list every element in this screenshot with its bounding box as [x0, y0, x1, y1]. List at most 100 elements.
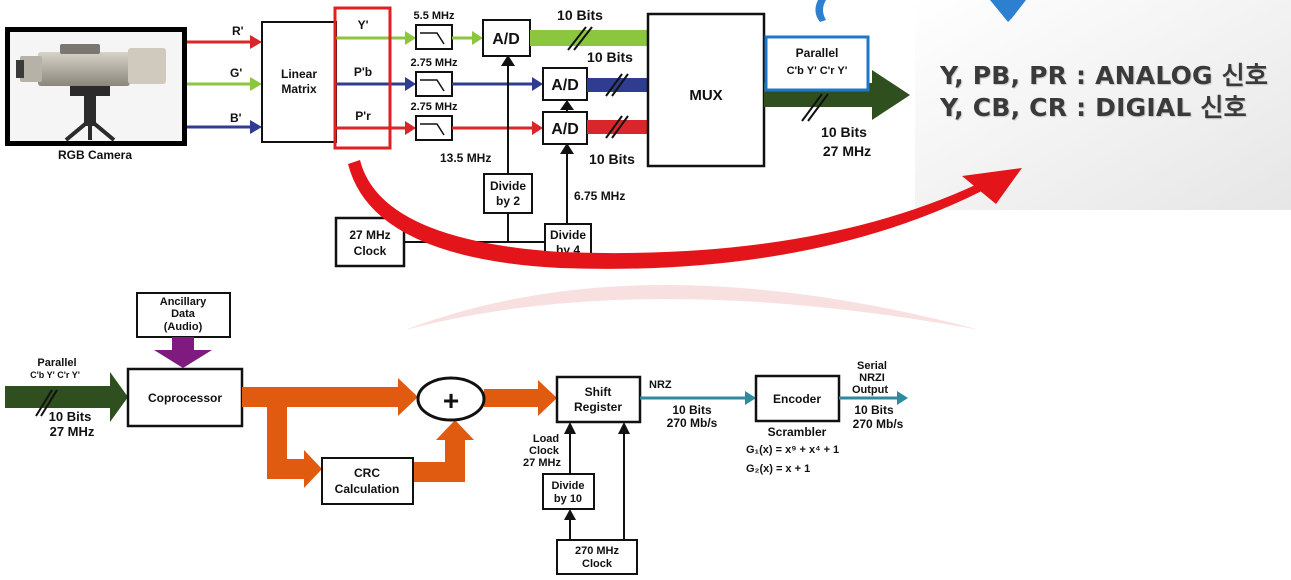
y-component-label: Y' [358, 18, 369, 32]
component-highlight-box [333, 6, 392, 150]
crc-branch-down [267, 407, 287, 469]
ancillary-line2: Data [171, 308, 196, 320]
out-bus-slash [801, 93, 823, 122]
shift-register-box [555, 375, 642, 424]
mid-bits-label: 10 Bits [672, 403, 712, 417]
mux-box [646, 12, 766, 168]
coprocessor-label: Coprocessor [148, 391, 222, 405]
g-arrow-icon [250, 77, 262, 91]
out-bus-slash2 [807, 93, 829, 122]
ad-label-y: A/D [492, 31, 520, 48]
polynomial-g2: G₂(x) = x + 1 [746, 463, 810, 475]
camera-icon [10, 32, 182, 142]
adder-circle [416, 376, 486, 422]
input-arrow-icon [110, 372, 128, 422]
ancillary-line1: Ancillary [160, 296, 207, 308]
clock-27-box [334, 216, 406, 268]
pb-digital-bus [587, 78, 648, 92]
ad-converter-y [482, 19, 531, 57]
divide-by-2-box [483, 173, 533, 214]
clock-27-line1: 27 MHz [349, 228, 390, 242]
clock-27-line2: Clock [354, 244, 387, 258]
panel-blue-arc-icon [815, 0, 826, 22]
y-ad-arrow-icon [472, 31, 483, 45]
pb-arrow-icon [405, 77, 416, 91]
div2-arrow-icon [501, 55, 515, 66]
input-bits-label: 10 Bits [49, 409, 92, 424]
mux-output-arrow-icon [872, 70, 910, 120]
pb-filter [415, 71, 453, 97]
y-filter [415, 24, 453, 50]
pr-bus-slash2 [611, 115, 629, 139]
serial-line1: Serial [857, 360, 887, 372]
out-bits-label: 10 Bits [854, 403, 894, 417]
parallel-top-seq: C'b Y' C'r Y' [787, 65, 848, 77]
crc-line2: Calculation [335, 482, 400, 496]
pr-ad-arrow-icon [532, 121, 543, 135]
parallel-top-label: Parallel [796, 46, 839, 60]
parallel-bottom-seq: C'b Y' C'r Y' [30, 370, 80, 380]
bits-mid-label: 10 Bits [587, 49, 633, 65]
camera-label: RGB Camera [58, 148, 132, 162]
input-bus-slash2 [40, 389, 58, 417]
ad-label-pb: A/D [551, 77, 579, 94]
serial-line2: NRZI [859, 372, 885, 384]
polynomial-g1: G₁(x) = x⁹ + x⁴ + 1 [746, 444, 839, 456]
clock-270-line1: 270 MHz [575, 545, 620, 557]
parallel-highlight-box [764, 35, 870, 92]
shift-input-arrow-icon [538, 380, 557, 416]
output-freq-label: 27 MHz [823, 143, 871, 159]
b-arrow-icon [250, 120, 262, 134]
crc-input-arrow-icon [304, 450, 322, 488]
r-arrow-icon [250, 35, 262, 49]
input-freq-label: 27 MHz [50, 424, 95, 439]
load-clock-line3: 27 MHz [523, 457, 561, 469]
adder-input-arrow-icon [398, 378, 418, 416]
input-bus-slash [35, 389, 53, 417]
pr-component-label: P'r [355, 109, 371, 123]
parallel-bottom-label: Parallel [37, 357, 76, 369]
freq-13-5-label: 13.5 MHz [440, 151, 491, 165]
load-clock-line2: Clock [529, 445, 560, 457]
crc-line1: CRC [354, 466, 380, 480]
linear-matrix-line2: Matrix [281, 82, 317, 96]
g-label: G' [230, 66, 242, 80]
panel-blue-arrow-icon [990, 0, 1026, 22]
y-bus-slash2 [573, 26, 593, 51]
div4-arrow-icon [560, 143, 574, 154]
mid-rate-label: 270 Mb/s [667, 416, 718, 430]
adder-out-bus [484, 389, 542, 407]
note-digital: Y, CB, CR : DIGIAL 신호 [940, 93, 1247, 122]
nrz-arrow-icon [745, 391, 756, 405]
pb-bus-slash2 [611, 73, 629, 97]
pb-bus-slash [605, 73, 623, 97]
red-curve-arrow [348, 160, 1010, 269]
clock-270-line2: Clock [582, 558, 613, 570]
serial-line3: Output [852, 384, 888, 396]
pr-filter [415, 115, 453, 141]
bits-bottom-label: 10 Bits [589, 151, 635, 167]
freq-6-75-label: 6.75 MHz [574, 189, 625, 203]
load-clock-line1: Load [533, 433, 559, 445]
y-digital-bus [530, 30, 648, 46]
encoder-label: Encoder [773, 392, 821, 406]
divide-10-line1: Divide [551, 480, 584, 492]
ad-label-pr: A/D [551, 121, 579, 138]
divide-by-10-box [542, 473, 595, 510]
ancillary-data-box [136, 292, 231, 338]
note-analog: Y, PB, PR : ANALOG 신호 [940, 61, 1269, 90]
out-rate-label: 270 Mb/s [853, 417, 904, 431]
divide-2-line1: Divide [490, 179, 526, 193]
input-bus [5, 386, 113, 408]
crc-branch-right [267, 459, 307, 479]
div10-arrow-icon [564, 509, 576, 520]
ad-pb-arrow-icon [560, 100, 574, 110]
bits-top-label: 10 Bits [557, 7, 603, 23]
red-curve-arrowhead-icon [962, 168, 1022, 204]
pb-filter-label: 2.75 MHz [410, 57, 458, 69]
nrz-label: NRZ [649, 379, 672, 391]
linear-matrix-box [261, 21, 337, 143]
r-label: R' [232, 24, 244, 38]
pr-bus-slash [605, 115, 623, 139]
